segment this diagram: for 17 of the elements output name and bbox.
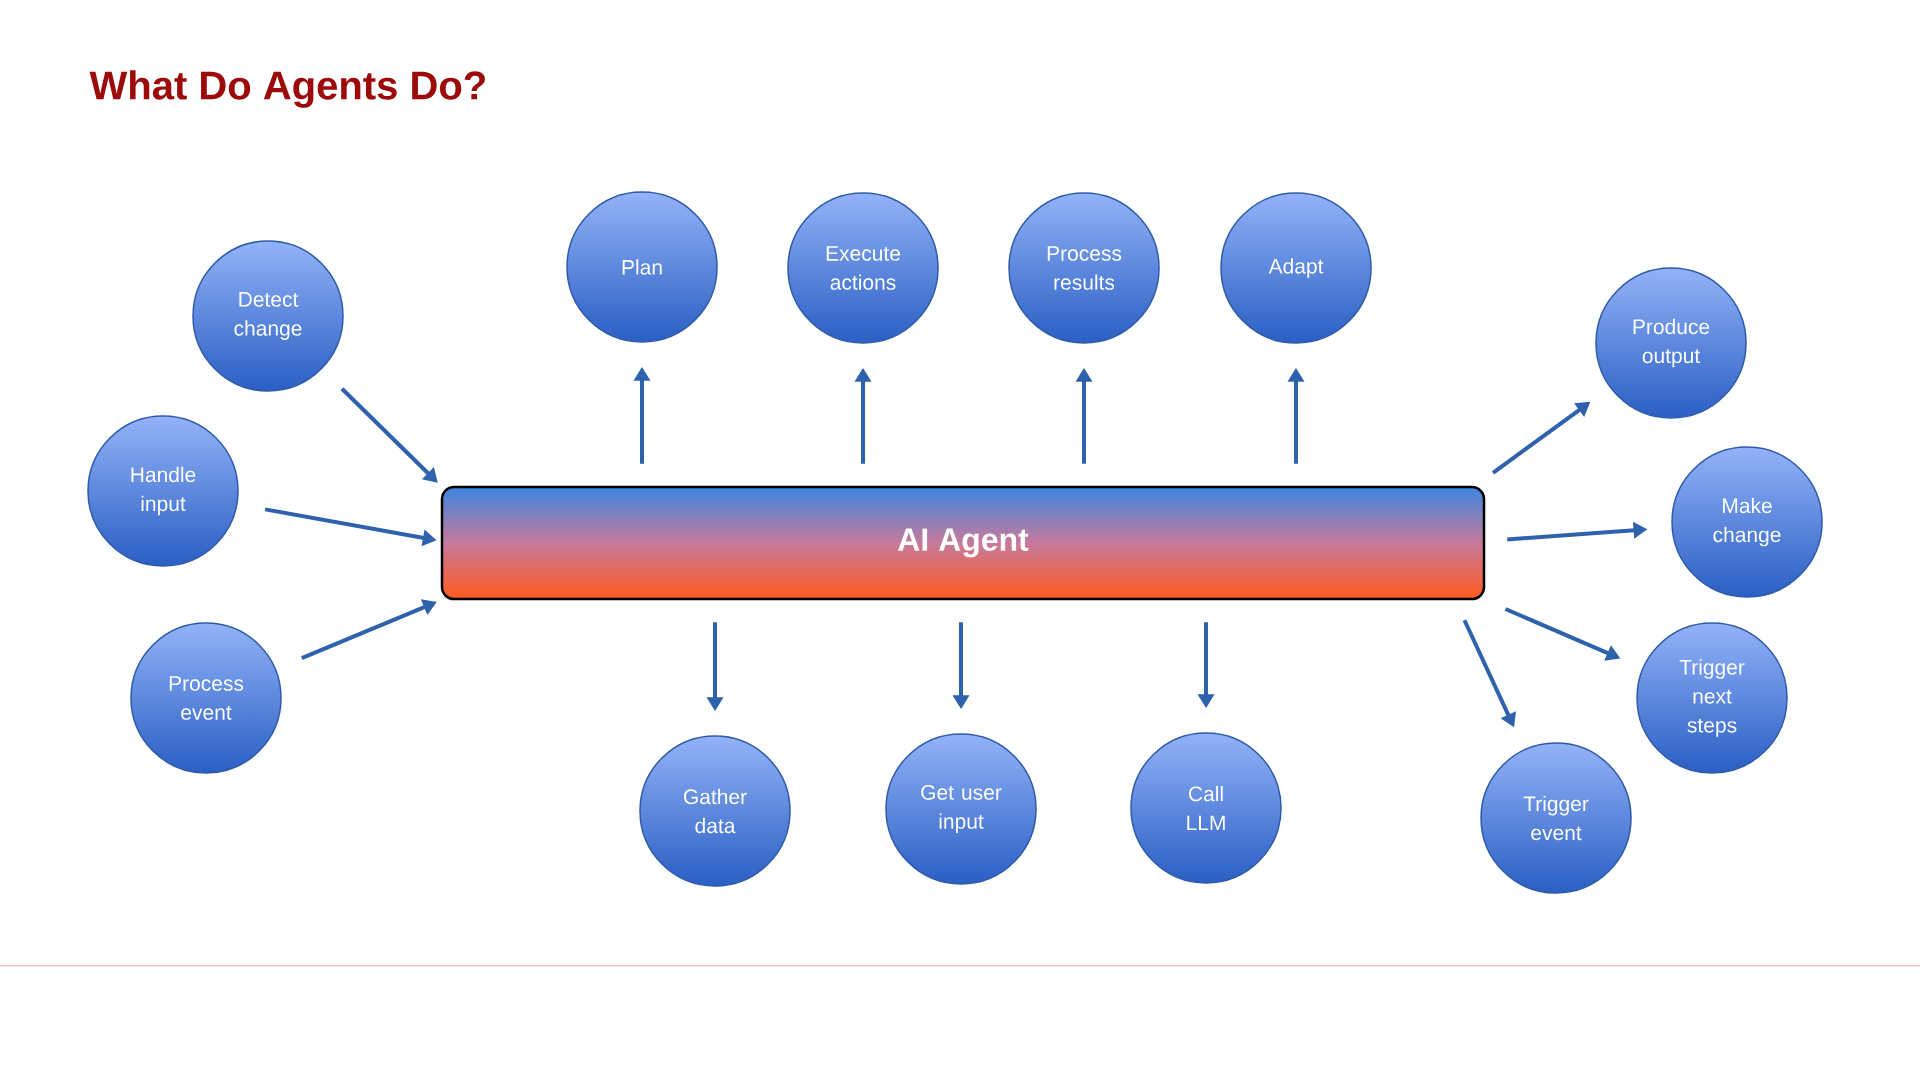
agent-box: AI Agent — [440, 485, 1486, 601]
circle-node: Gather data — [639, 735, 791, 887]
circle-node: Trigger next steps — [1636, 622, 1788, 774]
arrow — [340, 387, 438, 483]
circle-node: Trigger event — [1480, 742, 1632, 894]
circle-node: Adapt — [1220, 192, 1372, 344]
circle-node: Process results — [1008, 192, 1160, 344]
circle-node: Handle input — [87, 415, 239, 567]
circle-node: Get user input — [885, 733, 1037, 885]
circle-node: Execute actions — [787, 192, 939, 344]
circle-node: Detect change — [192, 240, 344, 392]
circle-node: Produce output — [1595, 267, 1747, 419]
circle-node: Process event — [130, 622, 282, 774]
title: What Do Agents Do? — [89, 70, 485, 108]
circle-node: Plan — [566, 191, 718, 343]
circle-node: Call LLM — [1130, 732, 1282, 884]
circle-node: Make change — [1671, 446, 1823, 598]
